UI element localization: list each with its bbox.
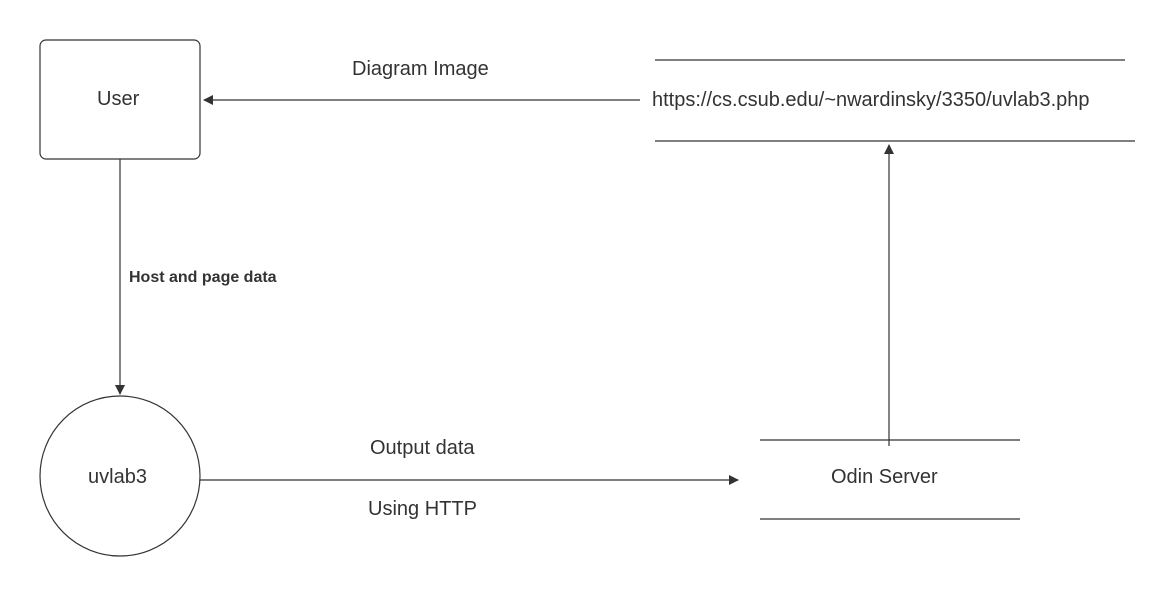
edge-user-to-process-label: Host and page data: [129, 269, 277, 286]
user-node-label: User: [97, 88, 140, 110]
edge-url-to-user-label: Diagram Image: [352, 58, 489, 80]
process-node-label: uvlab3: [88, 466, 147, 488]
edge-process-to-server-label-bottom: Using HTTP: [368, 498, 477, 520]
process-node: [39, 395, 201, 557]
url-datastore-label: https://cs.csub.edu/~nwardinsky/3350/uvl…: [652, 89, 1090, 111]
edge-process-to-server-label-top: Output data: [370, 437, 475, 459]
server-datastore-label: Odin Server: [831, 466, 938, 488]
